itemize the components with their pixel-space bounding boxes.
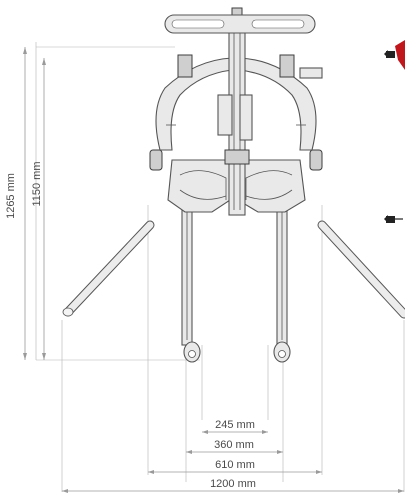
open-base-width-label: 1200 mm [210,478,256,490]
pointer-marker-icon [384,215,403,223]
leg-width-label: 360 mm [214,439,254,451]
overall-height-label: 1265 mm [5,173,17,219]
vertical-dimensions: 1265 mm 1150 mm [5,47,46,360]
handle-bar [164,14,316,34]
diagonal-legs [62,220,405,319]
horizontal-dimensions: 245 mm 360 mm 610 mm 1200 mm [62,419,404,493]
extension-lines [35,42,405,492]
lift-height-label: 1150 mm [31,161,43,206]
inner-leg-width-label: 245 mm [215,419,255,431]
base-legs [181,204,291,363]
pointer-marker-icon [384,40,405,70]
base-width-label: 610 mm [215,459,255,471]
